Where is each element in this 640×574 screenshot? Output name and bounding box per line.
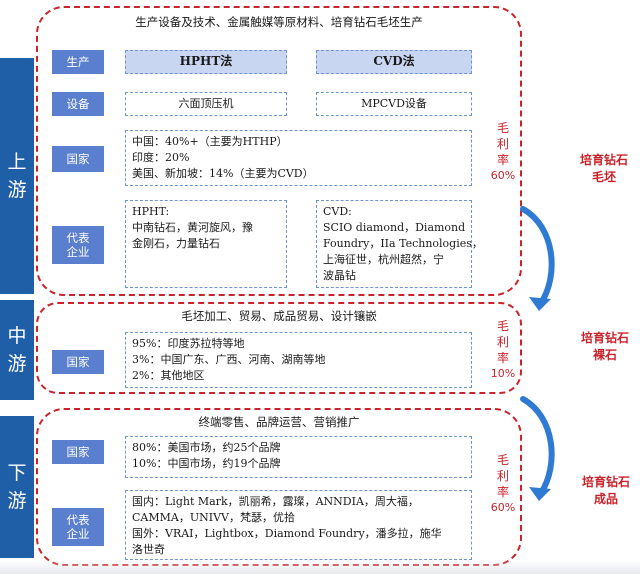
downstream-company-line: 国内：Light Mark，凯丽希，露璨，ANNDIA，周大福，	[132, 495, 419, 508]
upstream-country-box: 中国：40%+（主要为HTHP） 印度：20% 美国、新加坡：14%（主要为CV…	[125, 130, 472, 186]
flow-arrow-icon	[520, 206, 555, 311]
flow-arrow-icon	[520, 396, 555, 501]
method-hpht-text: HPHT法	[179, 54, 233, 69]
midstream-product: 培育钻石 裸石	[580, 331, 629, 363]
upstream-product: 培育钻石 毛坯	[579, 153, 628, 185]
method-cvd: CVD法	[316, 50, 472, 74]
downstream-header: 终端零售、品牌运营、营销推广	[198, 415, 360, 429]
downstream-company-line: 国外：VRAI，Lightbox，Diamond Foundry，潘多拉，施华	[132, 526, 442, 540]
margin-label: 毛 利 率	[496, 319, 509, 366]
midstream-country-line: 95%：印度苏拉特等地	[132, 337, 245, 350]
label-equipment: 设备	[52, 92, 104, 116]
equipment-hpht: 六面顶压机	[125, 92, 287, 116]
label-production: 生产	[52, 50, 104, 74]
downstream-company-line: 洛世奇	[132, 542, 165, 556]
downstream-country-line: 80%：美国市场，约25个品牌	[132, 441, 281, 454]
midstream-header: 毛坯加工、贸易、成品贸易、设计镶嵌	[181, 309, 377, 323]
midstream-country-line: 3%：中国广东、广西、河南、湖南等地	[132, 352, 326, 366]
upstream-companies-cvd: CVD: SCIO diamond，Diamond Foundry，IIa Te…	[316, 200, 483, 288]
downstream-margin: 毛 利 率 60%	[490, 452, 516, 515]
method-hpht: HPHT法	[125, 50, 287, 74]
stage-name-midstream: 中 游	[7, 324, 27, 376]
company-line: 中南钻石，黄河旋风，豫	[132, 220, 253, 234]
company-line: 金刚石，力量钻石	[132, 236, 220, 250]
bottom-fade	[0, 560, 640, 574]
midstream-country-line: 2%：其他地区	[132, 368, 205, 382]
downstream-companies-box: 国内：Light Mark，凯丽希，露璨，ANNDIA，周大福， CAMMA，U…	[125, 490, 472, 560]
stage-band-downstream: 下 游	[0, 416, 34, 558]
company-line: 波晶钻	[323, 268, 356, 282]
label-companies-downstream: 代表 企业	[52, 508, 104, 546]
margin-label: 毛 利 率	[496, 453, 509, 500]
upstream-header: 生产设备及技术、金属触媒等原材料、培育钻石毛坯生产	[135, 15, 423, 29]
equipment-cvd: MPCVD设备	[316, 92, 472, 116]
company-line: CVD:	[323, 205, 352, 218]
midstream-country-box: 95%：印度苏拉特等地 3%：中国广东、广西、河南、湖南等地 2%：其他地区	[125, 332, 472, 388]
stage-band-upstream: 上 游	[0, 58, 34, 294]
upstream-companies-hpht: HPHT: 中南钻石，黄河旋风，豫 金刚石，力量钻石	[125, 200, 287, 288]
label-country-upstream: 国家	[52, 146, 104, 172]
upstream-country-line: 印度：20%	[132, 150, 190, 164]
upstream-country-line: 中国：40%+（主要为HTHP）	[132, 135, 288, 148]
upstream-margin: 毛 利 率 60%	[490, 120, 516, 183]
downstream-country-line: 10%：中国市场，约19个品牌	[132, 456, 281, 470]
company-line: SCIO diamond，Diamond	[323, 220, 466, 234]
company-line: HPHT:	[132, 205, 170, 218]
margin-value: 60%	[490, 168, 516, 182]
stage-name-downstream: 下 游	[7, 461, 27, 513]
midstream-margin: 毛 利 率 10%	[490, 318, 516, 381]
method-cvd-text: CVD法	[373, 54, 415, 69]
downstream-country-box: 80%：美国市场，约25个品牌 10%：中国市场，约19个品牌	[125, 436, 472, 478]
stage-name-upstream: 上 游	[7, 150, 27, 202]
margin-label: 毛 利 率	[496, 121, 509, 168]
midstream-frame	[36, 302, 522, 394]
company-line: Foundry，IIa Technologies，	[323, 236, 483, 250]
downstream-company-line: CAMMA，UNIVV，梵瑟，优拾	[132, 510, 295, 524]
upstream-frame	[36, 6, 522, 296]
margin-value: 60%	[490, 500, 516, 514]
downstream-product: 培育钻石 成品	[581, 475, 630, 507]
label-country-midstream: 国家	[52, 350, 104, 374]
upstream-country-line: 美国、新加坡：14%（主要为CVD）	[132, 166, 314, 180]
stage-band-midstream: 中 游	[0, 300, 34, 400]
company-line: 上海征世，杭州超然，宁	[323, 252, 444, 266]
label-country-downstream: 国家	[52, 440, 104, 464]
label-companies-upstream: 代表 企业	[52, 226, 104, 264]
equipment-cvd-text: MPCVD设备	[361, 97, 427, 111]
margin-value: 10%	[490, 366, 516, 380]
equipment-hpht-text: 六面顶压机	[178, 97, 234, 111]
